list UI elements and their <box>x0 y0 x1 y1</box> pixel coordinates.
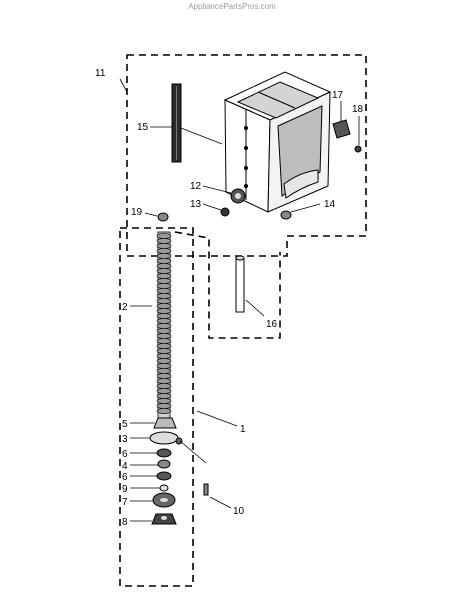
screw-13-part <box>220 207 230 217</box>
auger-flight <box>156 233 172 239</box>
auger-flight <box>156 408 172 414</box>
callout-15: 15 <box>137 122 149 133</box>
auger-flight <box>156 308 172 314</box>
callout-11: 11 <box>95 68 106 79</box>
callout-12: 12 <box>190 181 202 192</box>
leader-lines <box>119 78 360 522</box>
auger-flight <box>156 278 172 284</box>
auger-flight <box>156 373 172 379</box>
inner-bracket-boundary <box>174 231 281 339</box>
callout-8: 8 <box>122 517 128 528</box>
auger-flight <box>156 363 172 369</box>
auger-flight <box>156 348 172 354</box>
auger-flight <box>156 343 172 349</box>
auger-flight <box>156 258 172 264</box>
cap-19-part <box>157 212 169 222</box>
callout-6-upper: 6 <box>122 449 128 460</box>
rod-16-part <box>235 255 245 313</box>
callout-14: 14 <box>324 199 336 210</box>
bracket-17-part <box>332 119 351 139</box>
upper-assembly-boundary <box>126 54 367 257</box>
auger-flight <box>156 238 172 244</box>
screw-10-part <box>203 483 209 496</box>
coupling-5-part <box>153 417 177 429</box>
washer-6b-part <box>156 471 172 481</box>
auger-flight <box>156 268 172 274</box>
auger-flight <box>156 378 172 384</box>
auger-flight <box>156 358 172 364</box>
auger-flight <box>156 353 172 359</box>
auger-flight <box>156 293 172 299</box>
housing-box-part <box>223 71 332 213</box>
plate-3-part <box>149 431 183 445</box>
grommet-14-part <box>280 210 292 220</box>
callout-1: 1 <box>240 424 246 435</box>
auger-flight <box>156 318 172 324</box>
auger-flight <box>156 333 172 339</box>
nut-8-part <box>151 513 177 525</box>
auger-flight <box>156 398 172 404</box>
auger-spiral-part <box>156 231 172 419</box>
callout-9: 9 <box>122 484 128 495</box>
gear-mechanism-part <box>230 188 246 204</box>
auger-flight <box>156 328 172 334</box>
auger-flight <box>156 383 172 389</box>
callout-6-lower: 6 <box>122 472 128 483</box>
gasket-strip-part <box>171 83 182 163</box>
auger-flight <box>156 388 172 394</box>
callout-19: 19 <box>131 207 143 218</box>
auger-flight <box>156 283 172 289</box>
callout-18: 18 <box>352 104 364 115</box>
screw-18-part <box>354 145 362 153</box>
callout-2: 2 <box>122 302 128 313</box>
auger-flight <box>156 323 172 329</box>
auger-flight <box>156 298 172 304</box>
auger-flight <box>156 243 172 249</box>
auger-flight <box>156 393 172 399</box>
callout-16: 16 <box>266 319 278 330</box>
callout-5: 5 <box>122 419 128 430</box>
callout-10: 10 <box>233 506 245 517</box>
callout-7: 7 <box>122 497 128 508</box>
lower-assembly-boundary <box>119 227 194 587</box>
callout-13: 13 <box>190 199 202 210</box>
callout-4: 4 <box>122 461 128 472</box>
bearing-4-part <box>157 459 171 469</box>
auger-flight <box>156 313 172 319</box>
auger-flight <box>156 368 172 374</box>
auger-flight <box>156 248 172 254</box>
auger-flight <box>156 403 172 409</box>
auger-flight <box>156 338 172 344</box>
watermark: AppliancePartsPros.com <box>188 2 276 11</box>
callout-3: 3 <box>122 434 128 445</box>
callout-17: 17 <box>332 90 344 101</box>
sprocket-7-part <box>152 492 176 508</box>
auger-flight <box>156 303 172 309</box>
callout-labels: 11 15 12 13 14 17 18 19 16 2 1 5 3 6 4 6… <box>95 68 364 528</box>
washer-6a-part <box>156 448 172 458</box>
auger-flight <box>156 263 172 269</box>
auger-flight <box>156 273 172 279</box>
auger-flight <box>156 288 172 294</box>
auger-flight <box>156 253 172 259</box>
spacer-9-part <box>159 484 169 492</box>
